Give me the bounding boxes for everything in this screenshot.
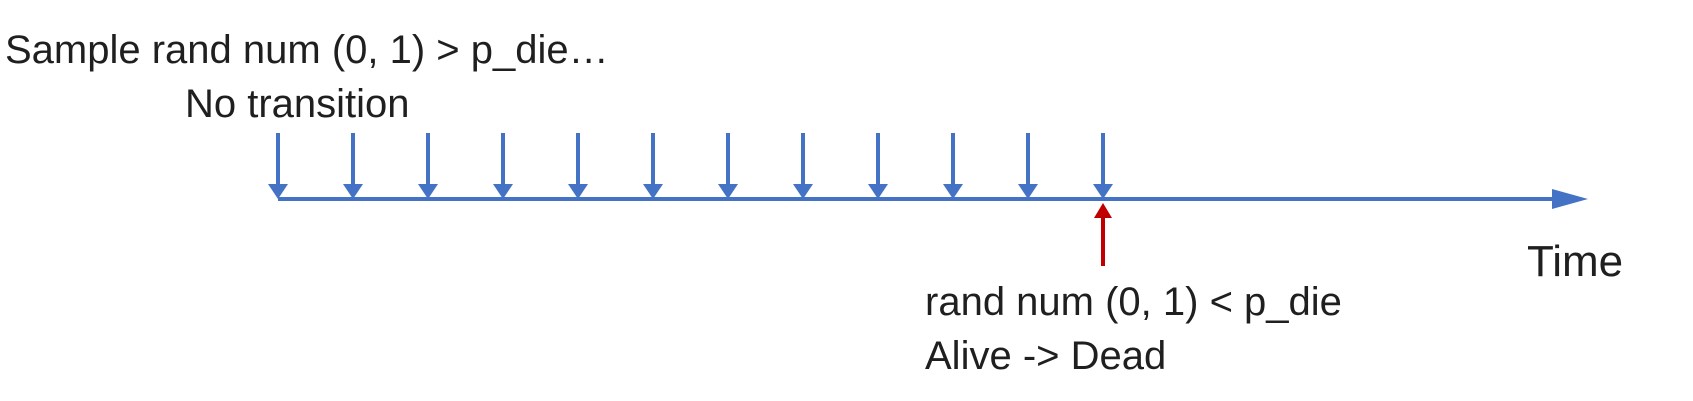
sample-tick-arrowhead-icon [943, 184, 963, 199]
sample-tick-arrow [868, 133, 888, 199]
sample-tick-arrowhead-icon [643, 184, 663, 199]
sample-tick-arrow [718, 133, 738, 199]
death-event-label-line1: rand num (0, 1) < p_die [925, 280, 1342, 324]
sample-rule-label-line2: No transition [185, 82, 410, 126]
sample-tick-arrow [943, 133, 963, 199]
time-axis-label: Time [1527, 237, 1624, 286]
death-event-arrow [1094, 203, 1112, 266]
time-axis-arrowhead-icon [1552, 189, 1588, 209]
sample-tick-arrowhead-icon [268, 184, 288, 199]
sample-tick-arrow [268, 133, 288, 199]
sample-tick-arrowhead-icon [568, 184, 588, 199]
sample-tick-arrow [343, 133, 363, 199]
sample-tick-arrowhead-icon [793, 184, 813, 199]
sample-tick-arrow [568, 133, 588, 199]
sample-tick-arrow [1018, 133, 1038, 199]
sample-tick-arrowhead-icon [1018, 184, 1038, 199]
sample-tick-arrow [418, 133, 438, 199]
death-event-arrowhead-icon [1094, 203, 1112, 218]
death-event-label-line2: Alive -> Dead [925, 334, 1167, 378]
sample-rule-label-line1: Sample rand num (0, 1) > p_die… [5, 28, 609, 72]
sample-tick-arrow [793, 133, 813, 199]
sample-tick-arrowhead-icon [1093, 184, 1113, 199]
sample-tick-arrowhead-icon [343, 184, 363, 199]
sample-tick-arrowhead-icon [493, 184, 513, 199]
sample-tick-arrow [1093, 133, 1113, 199]
sample-tick-arrow [493, 133, 513, 199]
sample-tick-arrowhead-icon [418, 184, 438, 199]
sample-tick-arrowhead-icon [718, 184, 738, 199]
sample-tick-arrowhead-icon [868, 184, 888, 199]
sample-tick-arrow [643, 133, 663, 199]
